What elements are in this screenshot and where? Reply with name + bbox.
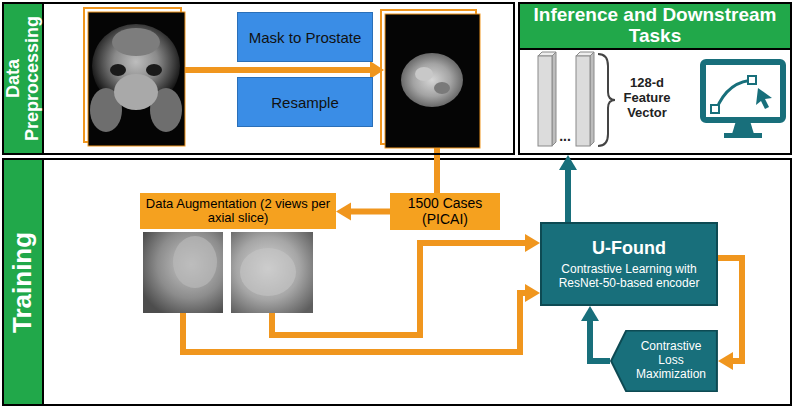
box-label: Mask to Prostate [249,29,362,46]
connector-arrow [437,155,438,193]
box-label: 1500 Cases (PICAI) [394,196,496,227]
connector-arrow [581,306,610,361]
box-label: Resample [271,94,339,111]
panel-box: Training 1500 Cases (PICAI) Data Augmentat… [2,158,792,406]
model-description: Contrastive Learning with ResNet-50-base… [546,262,712,291]
connector-arrow [718,258,742,370]
model-name: U-Found [592,238,666,259]
panel-box: Data Preprocessing Mask to ProstateResamp… [2,2,515,155]
annotation: 128-d Feature Vector [616,76,678,121]
data-box: 1500 Cases (PICAI) [390,193,500,230]
box-label: Data Augmentation (2 views per axial sli… [144,197,332,226]
monitor-icon [703,62,783,138]
model-box: U-FoundContrastive Learning with ResNet-… [540,222,718,306]
flow-arrow [183,284,540,352]
panel-title: Inference and Downstream Tasks [520,4,790,50]
brace [598,54,615,146]
panel-title: Training [4,160,44,404]
feature-vector [576,52,594,146]
connector-arrow [559,155,577,222]
mri-image [84,8,185,146]
augmented-view [231,232,313,313]
augmented-view [143,232,223,313]
connector-arrow [336,203,390,221]
flow-arrow [272,234,540,335]
loss-tag: Contrastive Loss Maximization [610,330,718,392]
process-box: Resample [237,77,373,127]
ellipsis: ... [555,128,575,144]
masked-image [381,10,480,148]
process-box: Data Augmentation (2 views per axial sli… [140,193,336,229]
box-label: Contrastive Loss Maximization [628,340,714,381]
feature-vector [538,52,556,146]
process-box: Mask to Prostate [237,12,373,62]
panel-title: Data Preprocessing [4,4,44,153]
